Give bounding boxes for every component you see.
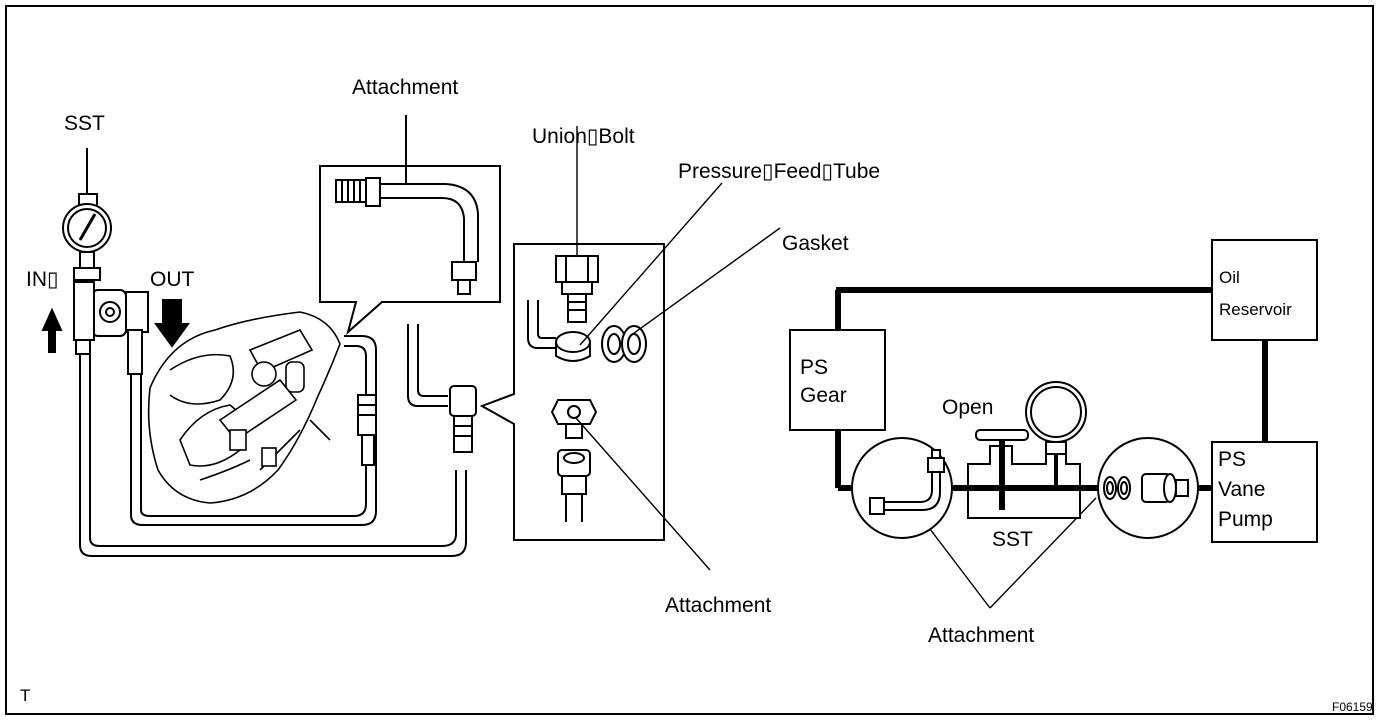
label-in: IN▯ xyxy=(26,268,59,291)
label-ps-vane-pump-1: PS xyxy=(1218,448,1247,471)
label-attachment-mid: Attachment xyxy=(665,594,772,617)
label-sst: SST xyxy=(64,112,105,135)
arrow-down-icon xyxy=(154,299,190,348)
label-attachment-right: Attachment xyxy=(928,624,1035,647)
label-union-bolt: Union▯Bolt xyxy=(532,125,635,148)
sst-gauge-assembly xyxy=(62,148,149,545)
label-oil: Oil xyxy=(1219,268,1240,287)
label-pressure-feed-tube: Pressure▯Feed▯Tube xyxy=(678,160,881,183)
label-attachment-top: Attachment xyxy=(352,76,459,99)
label-out: OUT xyxy=(150,268,195,291)
corner-mark: T xyxy=(20,686,31,705)
hose-lines xyxy=(79,335,467,557)
label-gasket: Gasket xyxy=(782,232,849,255)
arrow-up-icon xyxy=(41,307,63,353)
oil-reservoir-box xyxy=(1211,239,1318,341)
label-reservoir: Reservoir xyxy=(1219,300,1292,319)
hydraulic-schematic xyxy=(789,239,1318,543)
pressure-feed-tube-lines xyxy=(407,324,477,453)
attachment-callout xyxy=(319,115,501,335)
hose-coupler xyxy=(357,394,377,466)
figure-id: F06159 xyxy=(1332,700,1373,714)
parts-callout-box xyxy=(479,126,665,541)
label-sst-right: SST xyxy=(992,528,1033,551)
figure-border xyxy=(5,5,1374,715)
label-ps-gear-2: Gear xyxy=(800,384,847,407)
ps-vane-pump-box xyxy=(1211,441,1318,543)
label-ps-vane-pump-2: Vane xyxy=(1218,478,1266,501)
label-ps-gear-1: PS xyxy=(800,356,829,379)
label-open: Open xyxy=(942,396,994,419)
label-ps-vane-pump-3: Pump xyxy=(1218,508,1273,531)
vane-pump-sketch xyxy=(147,311,341,504)
ps-gear-box xyxy=(789,329,886,431)
